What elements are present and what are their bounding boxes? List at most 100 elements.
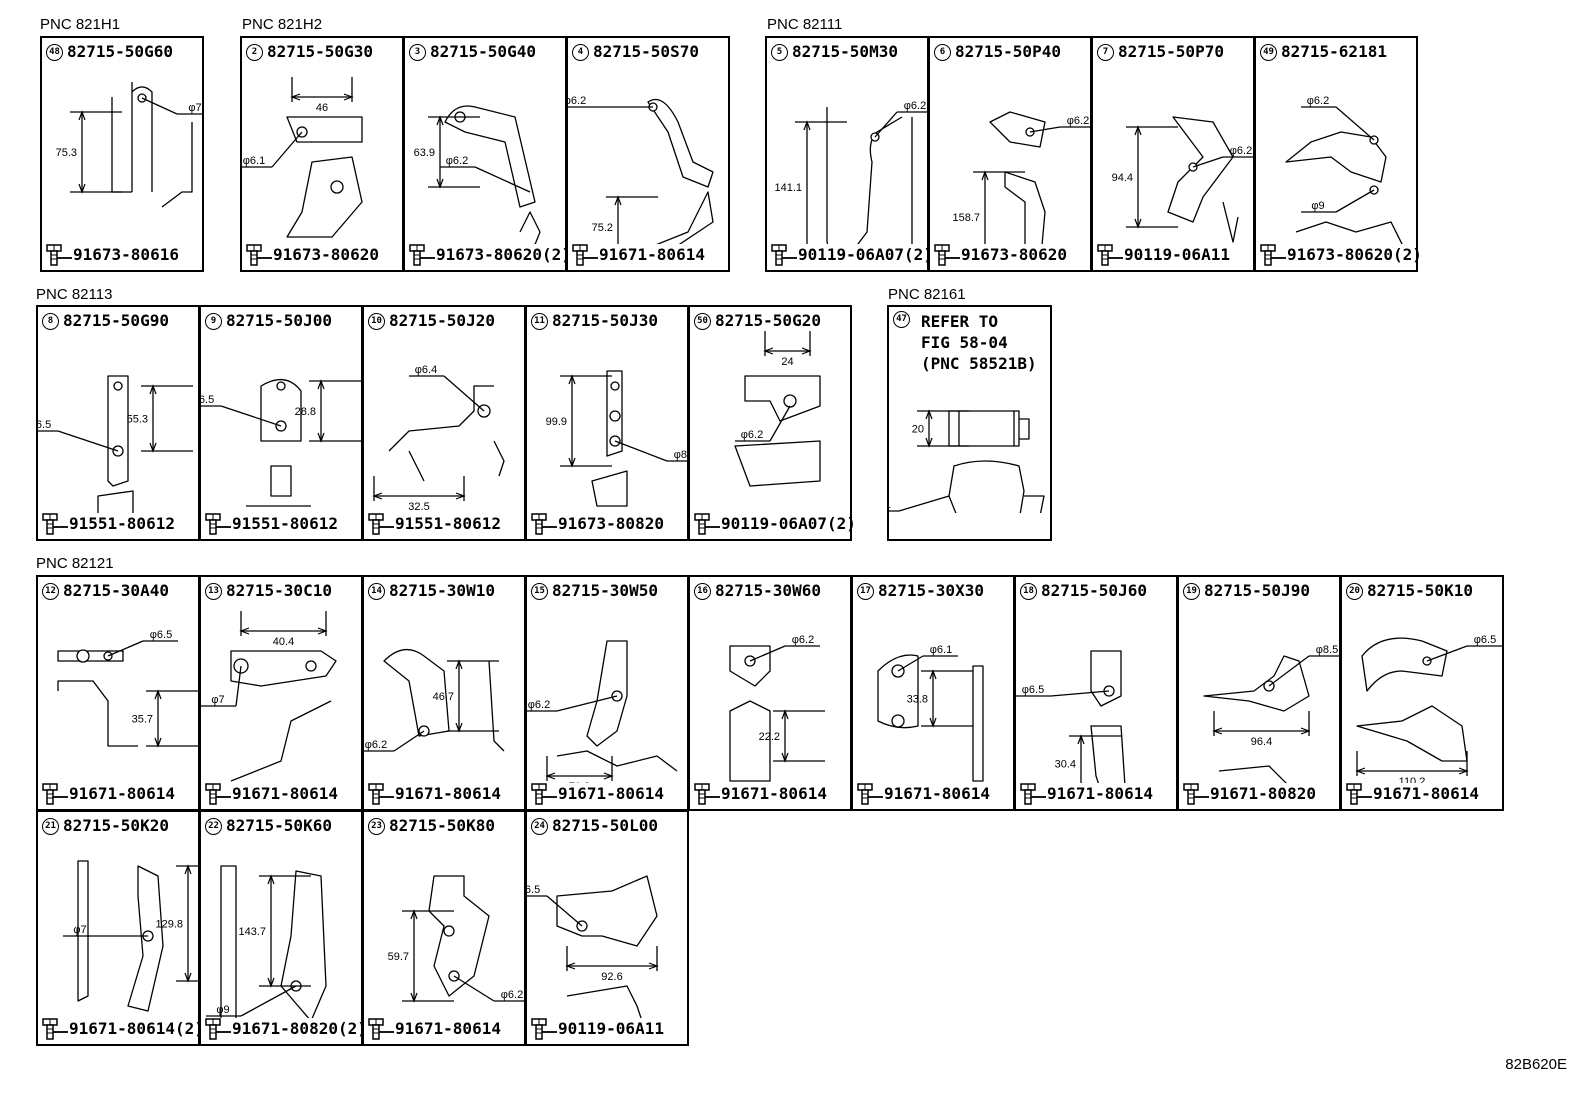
part-header: 47 bbox=[893, 311, 914, 328]
bolt-callout: 91671-80614 bbox=[368, 1018, 501, 1040]
bracket-outline bbox=[1356, 705, 1468, 762]
bolt-icon bbox=[42, 1018, 68, 1040]
bolt-part-number: 90119-06A07(2) bbox=[721, 514, 856, 533]
callout-number: 2 bbox=[246, 43, 263, 61]
bracket-drawing: φ8.596.4 bbox=[1203, 644, 1339, 783]
part-number: 82715-50K10 bbox=[1367, 581, 1473, 600]
bolt-callout: 91671-80614 bbox=[857, 783, 990, 805]
bolt-icon bbox=[409, 244, 435, 266]
bolt-icon bbox=[531, 783, 557, 805]
bracket-outline bbox=[1090, 650, 1122, 707]
bracket-drawing: 46.7φ6.2 bbox=[364, 649, 505, 752]
dimension-arrow bbox=[763, 347, 774, 355]
bracket-outline bbox=[97, 490, 134, 513]
bolt-icon bbox=[531, 1018, 557, 1040]
dimension-label: φ7 bbox=[188, 102, 201, 114]
dimension-arrow bbox=[1134, 125, 1142, 136]
bolt-icon bbox=[694, 783, 720, 805]
dimension-label: 129.8 bbox=[155, 919, 183, 931]
dimension-label: 35.7 bbox=[132, 714, 153, 726]
bolt-callout: 91671-80614 bbox=[572, 244, 705, 266]
dimension-label: φ31 bbox=[889, 499, 891, 511]
part-number: 82715-50S70 bbox=[593, 42, 699, 61]
part-number: 82715-30A40 bbox=[63, 581, 169, 600]
bracket-outline bbox=[408, 440, 505, 482]
bracket-outline bbox=[1285, 131, 1387, 183]
bracket-outline bbox=[235, 665, 242, 707]
dimension-label: φ6.5 bbox=[150, 629, 172, 641]
dimension-arrow bbox=[781, 752, 789, 763]
dimension-label: 110.2 bbox=[1399, 776, 1426, 783]
bolt-part-number: 90119-06A11 bbox=[558, 1019, 664, 1038]
bracket-drawing: 143.7φ9 bbox=[206, 865, 327, 1018]
bracket-outline bbox=[230, 700, 332, 782]
bracket-outline bbox=[749, 645, 786, 662]
bracket-outline bbox=[647, 98, 714, 188]
dimension-label: φ6.2 bbox=[446, 155, 468, 167]
dimension-arrow bbox=[1300, 727, 1311, 735]
bracket-outline bbox=[734, 440, 821, 487]
bolt-part-number: 90119-06A11 bbox=[1124, 245, 1230, 264]
bolt-part-number: 91671-80614 bbox=[69, 784, 175, 803]
bracket-drawing: 158.7φ6.2 bbox=[952, 111, 1090, 244]
dimension-label: φ6.2 bbox=[792, 634, 814, 646]
bolt-part-number: 91551-80612 bbox=[69, 514, 175, 533]
mounting-hole bbox=[113, 381, 123, 391]
dimension-arrow bbox=[981, 170, 989, 181]
bracket-outline bbox=[556, 750, 678, 772]
mounting-hole bbox=[891, 714, 905, 728]
callout-number: 7 bbox=[1097, 43, 1114, 61]
part-number: 82715-50G20 bbox=[715, 311, 821, 330]
dimension-label: φ6.5 bbox=[527, 884, 540, 896]
bolt-icon bbox=[1097, 244, 1123, 266]
bolt-icon bbox=[531, 513, 557, 535]
dimension-label: 75.2 bbox=[592, 222, 613, 234]
bolt-icon bbox=[572, 244, 598, 266]
bracket-outline bbox=[656, 191, 714, 244]
dimension-arrow bbox=[455, 492, 466, 500]
part-number: 82715-50G90 bbox=[63, 311, 169, 330]
bracket-outline bbox=[1203, 655, 1310, 712]
dimension-label: 20 bbox=[912, 424, 924, 436]
dimension-arrow bbox=[267, 977, 275, 988]
bracket-drawing: 129.8φ7 bbox=[63, 860, 198, 1012]
group-label-pnc-82113: PNC 82113 bbox=[36, 286, 113, 303]
bracket-outline bbox=[556, 875, 658, 947]
bracket-outline bbox=[1004, 171, 1046, 244]
dimension-arrow bbox=[565, 962, 576, 970]
bracket-drawing: 20 φ31 bbox=[889, 409, 1045, 513]
bracket-outline bbox=[1050, 690, 1110, 697]
